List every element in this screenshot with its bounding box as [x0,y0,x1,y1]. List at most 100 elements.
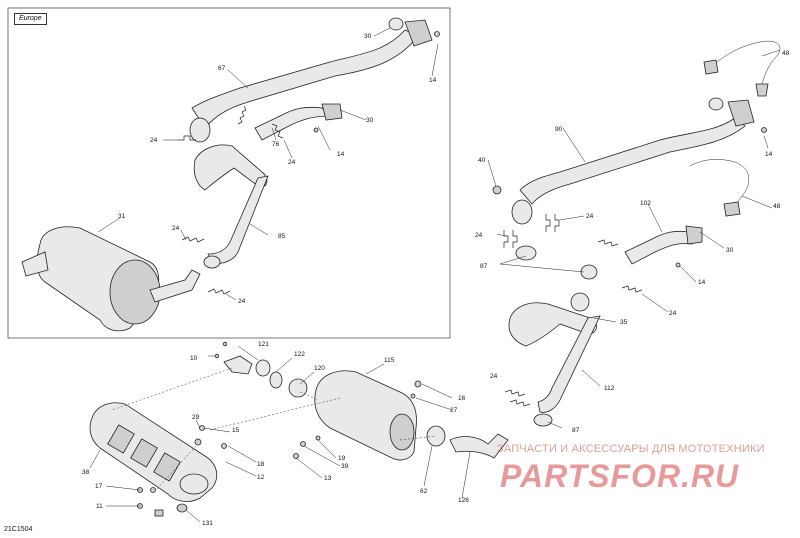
head-pipe-flange [404,19,433,47]
spring-part [207,288,231,295]
callout: 13 [324,475,332,482]
nut-part [434,31,440,37]
europe-variant-frame [7,7,451,339]
bracket-part [154,509,164,517]
spring-part [271,123,284,139]
oxygen-sensor-part [755,83,769,97]
callout: 24 [150,137,158,144]
callout: 10 [190,355,198,362]
callout: 15 [232,427,240,434]
spring-part [237,105,247,125]
callout: 27 [450,407,458,414]
callout: 102 [640,200,651,207]
watermark-tagline: ЗАПЧАСТИ И АКСЕССУАРЫ ДЛЯ МОТОТЕХНИКИ [497,443,765,455]
gasket-ring-part [269,371,283,389]
callout: 48 [782,50,790,57]
rear-head-pipe-part [254,106,331,141]
muffler-inlet-pipe [149,269,201,303]
assembly-line [299,391,319,401]
callout: 87 [480,263,488,270]
callout: 48 [773,203,781,210]
leader-lines [89,27,781,523]
spring-part [509,399,531,407]
callout: 126 [458,497,469,504]
muffler-outlet [389,413,415,451]
assembly-line [111,367,233,411]
oxygen-sensor-connector [703,59,719,75]
head-pipe-part [519,117,746,205]
callout: 35 [620,319,628,326]
spring-part [597,239,619,247]
callout: 11 [96,503,103,510]
callout: 121 [258,341,269,348]
heat-shield-endcap [179,473,209,495]
bolt-part [150,487,156,493]
callout: 14 [765,151,773,158]
head-pipe-outlet [511,199,533,225]
callout: 87 [572,427,580,434]
callout: 76 [272,141,280,148]
muffler-tailpipe [21,251,49,277]
link-pipe-end [203,255,221,269]
callout: 31 [118,213,126,220]
assembly-line [155,445,197,491]
oxygen-sensor-cable [711,40,781,85]
bolt-part [315,435,321,441]
nut-part [492,185,502,195]
callout: 30 [726,247,734,254]
rear-flange [321,103,343,121]
gasket-ring-part [708,97,724,111]
bolt-part [194,438,202,446]
heat-shield-fin [107,424,135,454]
spring-part [512,230,518,248]
head-pipe-flange [727,99,755,127]
bolt-part [222,341,228,347]
callout: 38 [82,469,90,476]
oxygen-sensor-cable [689,159,750,207]
bolt-part [221,443,227,449]
bolt-part [214,353,220,359]
inlet-pipe-part [449,433,509,459]
spring-part [178,135,196,141]
callout: 115 [384,357,395,364]
gasket-ring-part [388,17,404,31]
clamp-part [288,378,308,398]
callout: 24 [238,298,246,305]
gasket-ring-part [533,413,553,427]
nut-part [675,262,681,268]
spring-part [545,214,551,232]
gasket-ring-part [515,245,537,261]
nut-part [761,127,767,133]
callout: 17 [95,483,103,490]
callout: 14 [429,77,437,84]
callout: 24 [586,213,594,220]
spring-part [621,285,643,293]
heat-shield-fin [130,438,158,468]
callout: 14 [698,279,706,286]
oxygen-sensor-part [723,201,741,217]
callout: 18 [257,461,265,468]
callout: 19 [338,455,346,462]
callout: 12 [257,474,265,481]
outlet-pipe-part [223,355,253,375]
callout: 67 [218,65,226,72]
region-tag: Europe [14,13,47,25]
gasket-ring-part [255,359,271,377]
head-pipe-outlet [189,117,211,143]
bolt-part [293,453,299,459]
heat-shield-fin [153,452,181,482]
callout: 30 [366,117,374,124]
callout: 24 [475,232,483,239]
callout: 14 [337,151,345,158]
gasket-ring-part [580,264,598,280]
nut-part [313,127,319,133]
y-pipe-inlet [570,292,590,312]
callout: 62 [420,488,428,495]
callout: 40 [478,157,486,164]
callout: 122 [294,351,305,358]
nut-part [414,380,422,388]
callout: 30 [364,33,372,40]
callout: 29 [192,414,200,421]
watermark-logo: PARTSFOR.RU [500,458,740,494]
grommet-part [176,503,188,513]
